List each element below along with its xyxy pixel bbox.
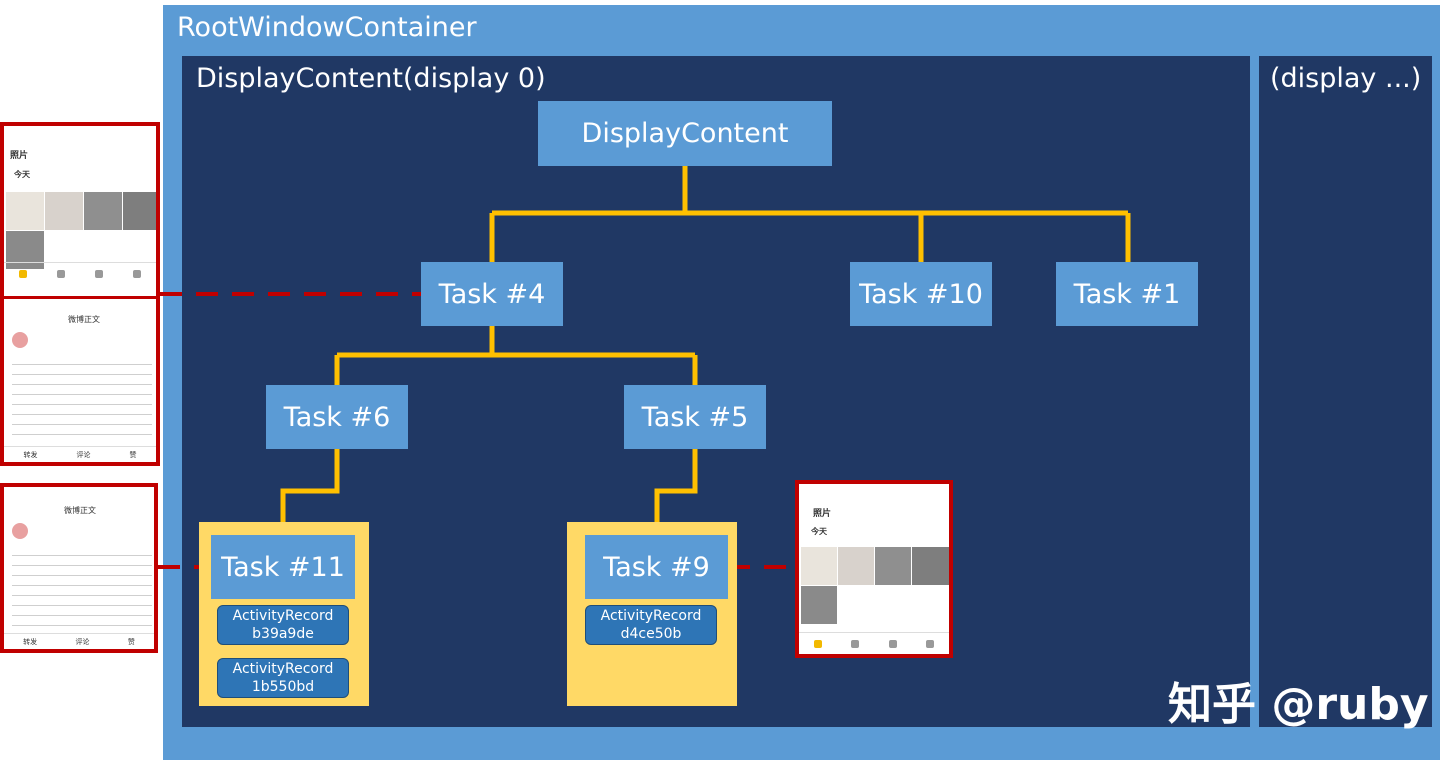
gallery-thumbnail — [838, 547, 874, 585]
display-0-label: DisplayContent(display 0) — [196, 63, 546, 94]
avatar — [12, 332, 28, 348]
activity-record-1b550bd: ActivityRecord 1b550bd — [217, 658, 349, 698]
activity-record-label: ActivityRecord — [232, 661, 334, 677]
activity-record-b39a9de: ActivityRecord b39a9de — [217, 605, 349, 645]
gallery-thumbnail — [875, 547, 911, 585]
display-other-label: (display ...) — [1270, 63, 1422, 94]
activity-record-id: 1b550bd — [251, 679, 315, 695]
avatar — [12, 523, 28, 539]
weibo-footer: 转发 评论 赞 — [4, 633, 154, 649]
display-other — [1259, 56, 1432, 727]
split-screen-phone-screenshot: 照片 今天 微博正文 转发 评论 赞 — [0, 122, 160, 466]
weibo-phone-screenshot: 微博正文 转发 评论 赞 — [0, 483, 158, 653]
gallery-bottom-nav — [4, 262, 156, 284]
connector-task5-to-task9 — [654, 449, 698, 535]
gallery-thumbnail — [912, 547, 949, 585]
task-5-node: Task #5 — [624, 385, 766, 449]
gallery-today: 今天 — [14, 170, 30, 179]
weibo-title: 微博正文 — [64, 506, 96, 515]
task-6-node: Task #6 — [266, 385, 408, 449]
task-1-node: Task #1 — [1056, 262, 1198, 326]
weibo-footer: 转发 评论 赞 — [4, 446, 156, 462]
connector-task4-to-children — [334, 326, 698, 385]
weibo-title: 微博正文 — [68, 315, 100, 324]
gallery-thumbnail — [84, 192, 122, 230]
gallery-thumbnail — [801, 586, 837, 624]
weibo-body-text — [12, 358, 152, 438]
task-9-node: Task #9 — [585, 535, 728, 599]
display-content-node: DisplayContent — [538, 101, 832, 166]
gallery-thumbnail — [123, 192, 156, 230]
gallery-title: 照片 — [813, 509, 832, 519]
gallery-title: 照片 — [10, 151, 29, 161]
activity-record-id: d4ce50b — [620, 626, 682, 642]
activity-record-label: ActivityRecord — [232, 608, 334, 624]
gallery-phone-screenshot: 照片 今天 — [795, 480, 953, 658]
gallery-thumbnail — [45, 192, 83, 230]
gallery-thumbnail — [6, 192, 44, 230]
activity-record-d4ce50b: ActivityRecord d4ce50b — [585, 605, 717, 645]
weibo-body-text — [12, 549, 152, 633]
activity-record-id: b39a9de — [252, 626, 314, 642]
gallery-today: 今天 — [811, 527, 827, 536]
gallery-bottom-nav — [799, 632, 949, 654]
connector-task6-to-task11 — [280, 449, 340, 535]
task-10-node: Task #10 — [850, 262, 992, 326]
task-11-node: Task #11 — [211, 535, 355, 599]
activity-record-label: ActivityRecord — [600, 608, 702, 624]
watermark: 知乎 @ruby — [1168, 679, 1429, 730]
gallery-thumbnail — [801, 547, 837, 585]
root-window-container-label: RootWindowContainer — [177, 12, 477, 43]
split-divider — [4, 296, 156, 299]
connector-display-to-tasks — [489, 166, 1131, 262]
task-4-node: Task #4 — [421, 262, 563, 326]
